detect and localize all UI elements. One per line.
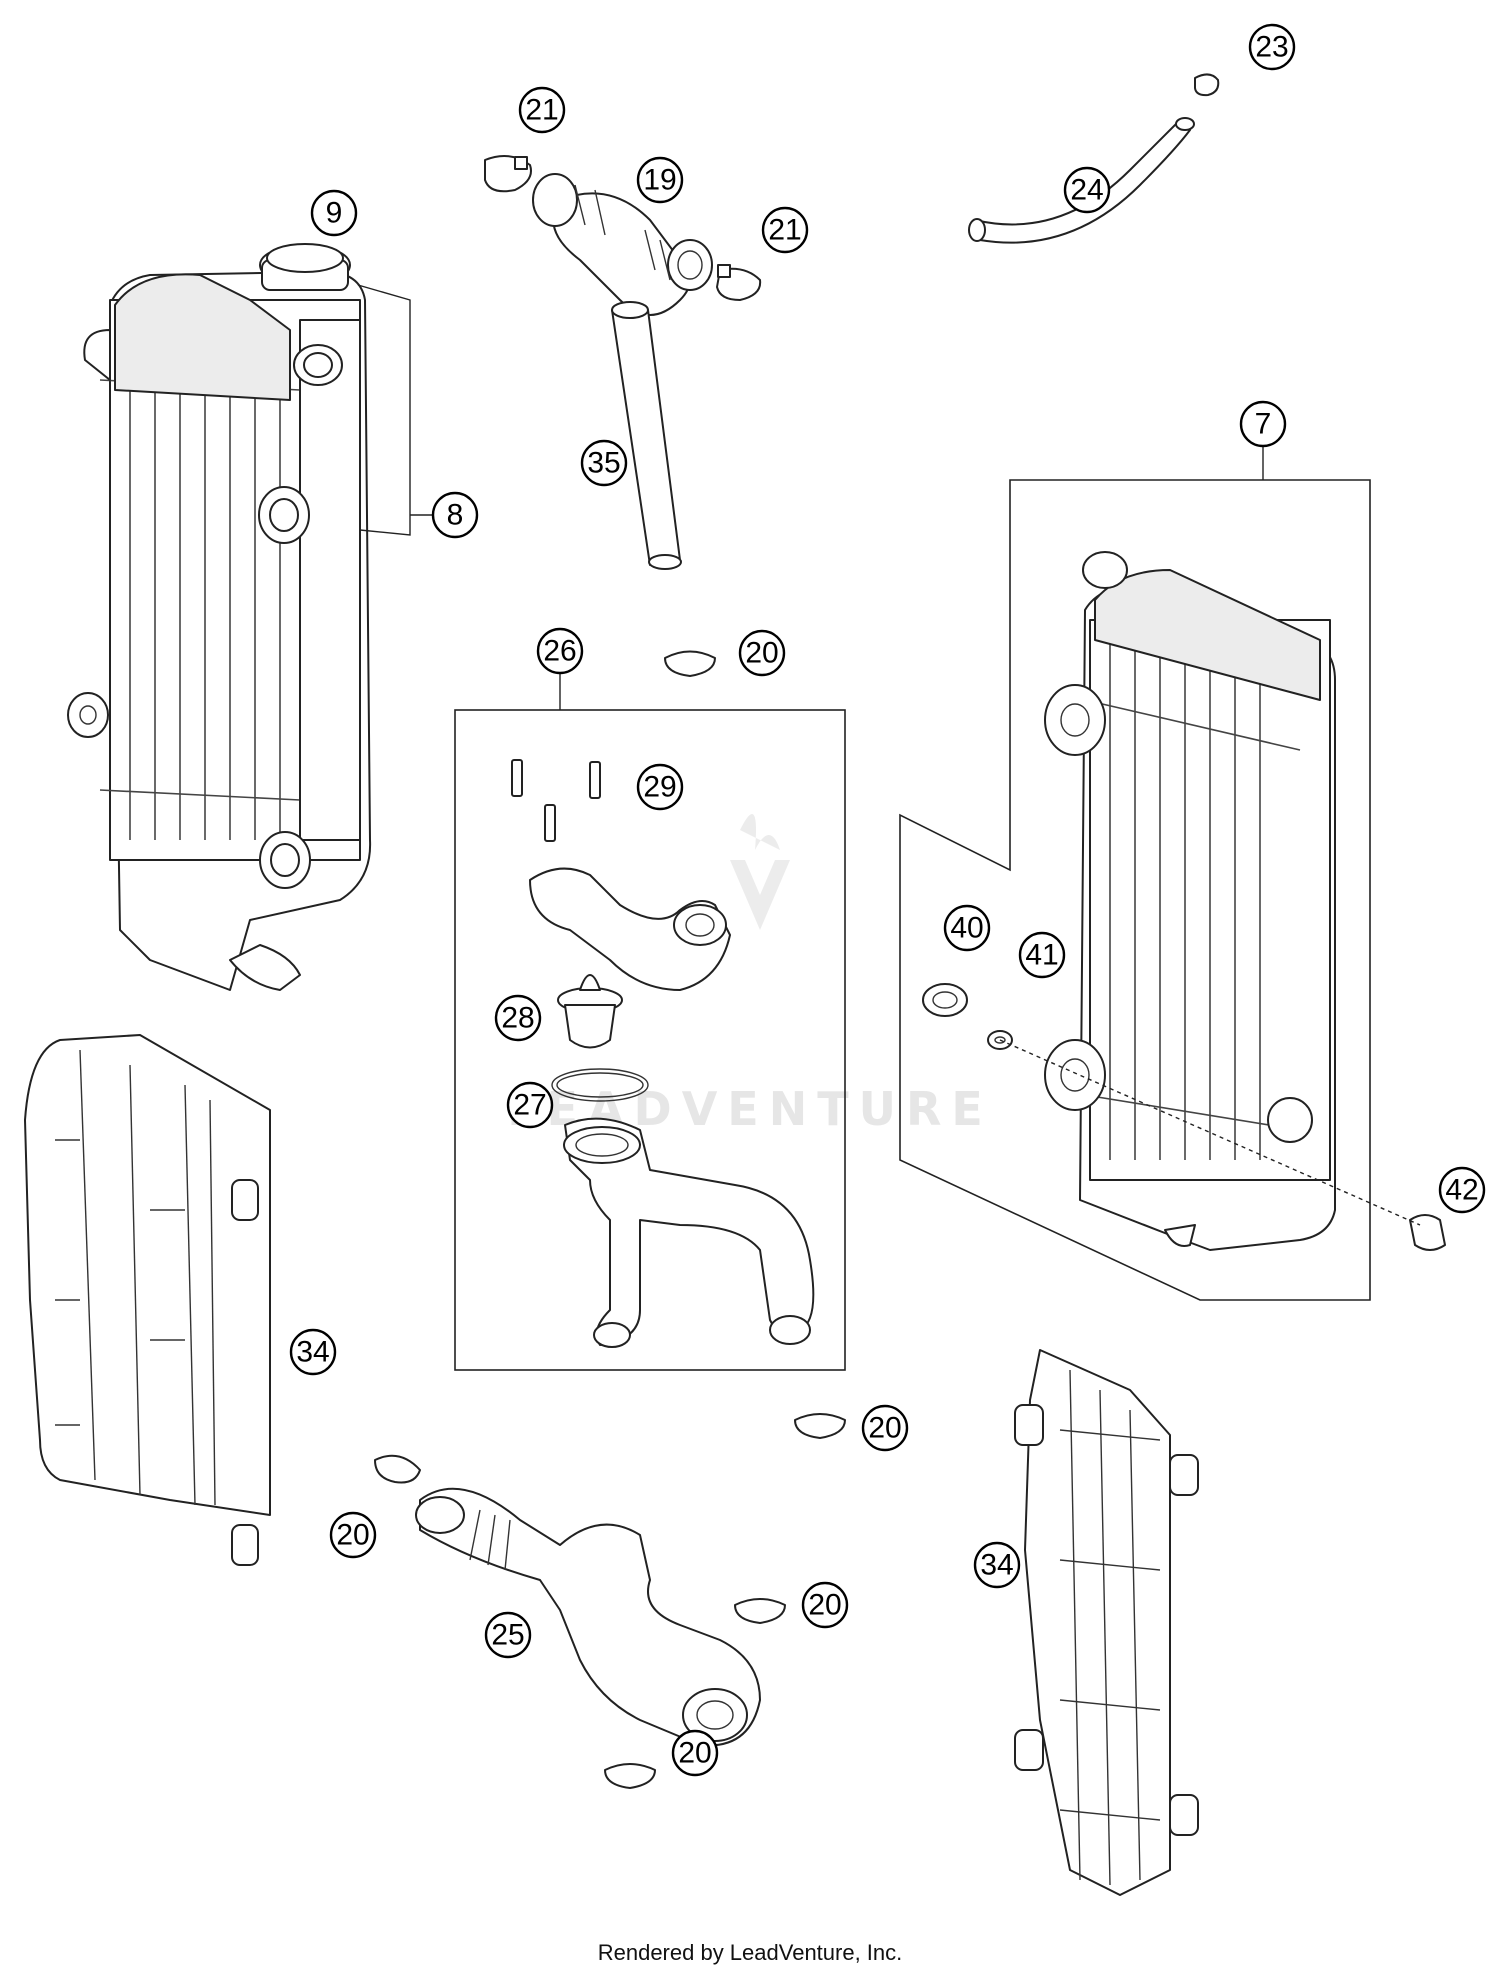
svg-text:34: 34: [296, 1336, 329, 1369]
callout-8: 8: [431, 491, 479, 539]
callout-9: 9: [310, 189, 358, 237]
callout-21-top: 21: [518, 86, 566, 134]
svg-text:28: 28: [501, 1002, 534, 1035]
callout-29: 29: [636, 763, 684, 811]
footer-credit: Rendered by LeadVenture, Inc.: [597, 1940, 903, 1965]
callout-20-top: 20: [738, 629, 786, 677]
svg-text:34: 34: [980, 1549, 1013, 1582]
watermark: LEADVENTURE: [507, 814, 983, 1136]
svg-text:7: 7: [1255, 408, 1272, 441]
svg-text:20: 20: [868, 1412, 901, 1445]
callout-26: 26: [536, 627, 584, 675]
watermark-logo-icon: [730, 814, 790, 930]
svg-text:20: 20: [678, 1737, 711, 1770]
svg-text:20: 20: [336, 1519, 369, 1552]
svg-text:9: 9: [326, 197, 343, 230]
callout-19: 19: [636, 156, 684, 204]
callout-20-mid: 20: [861, 1404, 909, 1452]
svg-text:21: 21: [525, 94, 558, 127]
callout-34-left: 34: [289, 1328, 337, 1376]
callout-23: 23: [1248, 23, 1296, 71]
callout-27: 27: [506, 1081, 554, 1129]
svg-text:20: 20: [808, 1589, 841, 1622]
thermostat-kit-box: [454, 709, 846, 1371]
callout-25: 25: [484, 1611, 532, 1659]
svg-text:24: 24: [1070, 174, 1103, 207]
callout-42: 42: [1438, 1166, 1486, 1214]
left-radiator: [67, 243, 372, 991]
svg-text:8: 8: [447, 499, 464, 532]
svg-text:29: 29: [643, 771, 676, 804]
svg-text:26: 26: [543, 635, 576, 668]
callouts: 23 21 19 9 21 24 35 8: [289, 23, 1486, 1777]
callout-20-bottom: 20: [671, 1729, 719, 1777]
callout-24: 24: [1063, 166, 1111, 214]
right-radiator: [1044, 551, 1336, 1251]
svg-text:35: 35: [587, 447, 620, 480]
hose-clamps: [374, 650, 846, 1789]
callout-20-right: 20: [801, 1581, 849, 1629]
left-shroud: [24, 1034, 271, 1566]
leader-lines: [357, 284, 1421, 1226]
svg-text:25: 25: [491, 1619, 524, 1652]
callout-20-left: 20: [329, 1511, 377, 1559]
svg-text:41: 41: [1025, 939, 1058, 972]
svg-text:27: 27: [513, 1089, 546, 1122]
svg-text:21: 21: [768, 214, 801, 247]
callout-7: 7: [1239, 400, 1287, 448]
callout-40: 40: [943, 904, 991, 952]
svg-text:40: 40: [950, 912, 983, 945]
svg-text:20: 20: [745, 637, 778, 670]
callout-28: 28: [494, 994, 542, 1042]
callout-34-right: 34: [973, 1541, 1021, 1589]
callout-41: 41: [1018, 931, 1066, 979]
lower-hose: [415, 1487, 761, 1747]
svg-text:19: 19: [643, 164, 676, 197]
t-connector-assembly: [484, 155, 762, 570]
breather-hose: [968, 73, 1220, 244]
radiator-kit-box: [899, 479, 1371, 1301]
svg-text:42: 42: [1445, 1174, 1478, 1207]
right-shroud: [1014, 1349, 1199, 1896]
callout-35: 35: [580, 439, 628, 487]
svg-text:23: 23: [1255, 31, 1288, 64]
callout-21-right: 21: [761, 206, 809, 254]
